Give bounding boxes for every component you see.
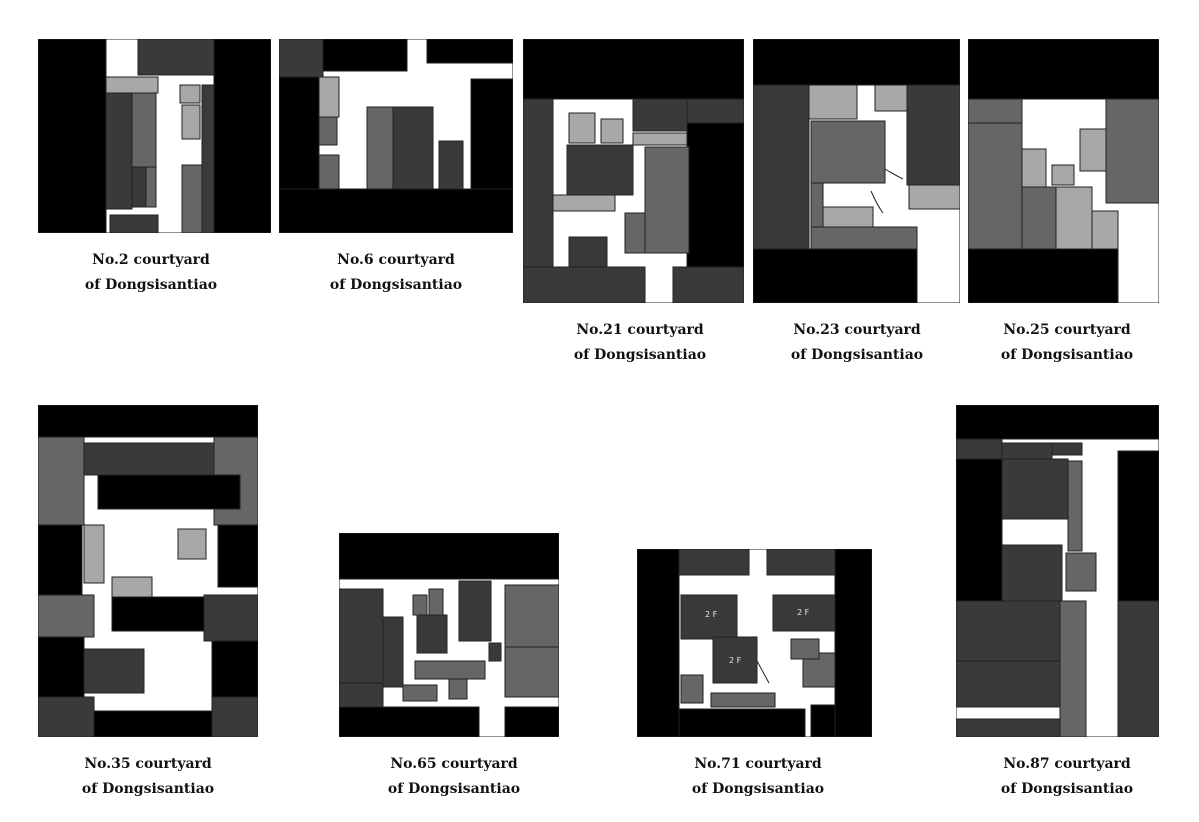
- floor-label-1: 2 F: [705, 610, 718, 619]
- caption-line1: No.6 courtyard: [337, 252, 455, 268]
- caption-line2: of Dongsisantiao: [1000, 347, 1134, 363]
- caption-line2: of Dongsisantiao: [387, 781, 521, 797]
- caption-no23: No.23 courtyard of Dongsisantiao: [747, 318, 967, 368]
- caption-no21: No.21 courtyard of Dongsisantiao: [530, 318, 750, 368]
- floor-label-3: 2 F: [729, 656, 742, 665]
- caption-no65: No.65 courtyard of Dongsisantiao: [344, 752, 564, 802]
- plan-no71: 2 F 2 F 2 F: [637, 549, 872, 737]
- caption-line1: No.87 courtyard: [1003, 756, 1131, 772]
- caption-no6: No.6 courtyard of Dongsisantiao: [286, 248, 506, 298]
- caption-line2: of Dongsisantiao: [84, 277, 218, 293]
- caption-no87: No.87 courtyard of Dongsisantiao: [957, 752, 1177, 802]
- caption-line2: of Dongsisantiao: [790, 347, 924, 363]
- floor-label-2: 2 F: [797, 608, 810, 617]
- plan-no87: [956, 405, 1159, 737]
- caption-line2: of Dongsisantiao: [1000, 781, 1134, 797]
- plan-no21: [523, 39, 744, 303]
- caption-no2: No.2 courtyard of Dongsisantiao: [41, 248, 261, 298]
- caption-line1: No.21 courtyard: [576, 322, 704, 338]
- caption-line2: of Dongsisantiao: [573, 347, 707, 363]
- plan-no6: [279, 39, 513, 233]
- caption-line1: No.71 courtyard: [694, 756, 822, 772]
- caption-no71: No.71 courtyard of Dongsisantiao: [648, 752, 868, 802]
- caption-no25: No.25 courtyard of Dongsisantiao: [957, 318, 1177, 368]
- caption-line1: No.23 courtyard: [793, 322, 921, 338]
- caption-line1: No.2 courtyard: [92, 252, 210, 268]
- caption-line2: of Dongsisantiao: [329, 277, 463, 293]
- caption-line1: No.65 courtyard: [390, 756, 518, 772]
- plan-no35: [38, 405, 258, 737]
- caption-line1: No.35 courtyard: [84, 756, 212, 772]
- plan-no25: [968, 39, 1159, 303]
- plan-no2: [38, 39, 271, 233]
- caption-no35: No.35 courtyard of Dongsisantiao: [38, 752, 258, 802]
- caption-line1: No.25 courtyard: [1003, 322, 1131, 338]
- plan-no23: [753, 39, 960, 303]
- caption-line2: of Dongsisantiao: [691, 781, 825, 797]
- caption-line2: of Dongsisantiao: [81, 781, 215, 797]
- plan-no65: [339, 533, 559, 737]
